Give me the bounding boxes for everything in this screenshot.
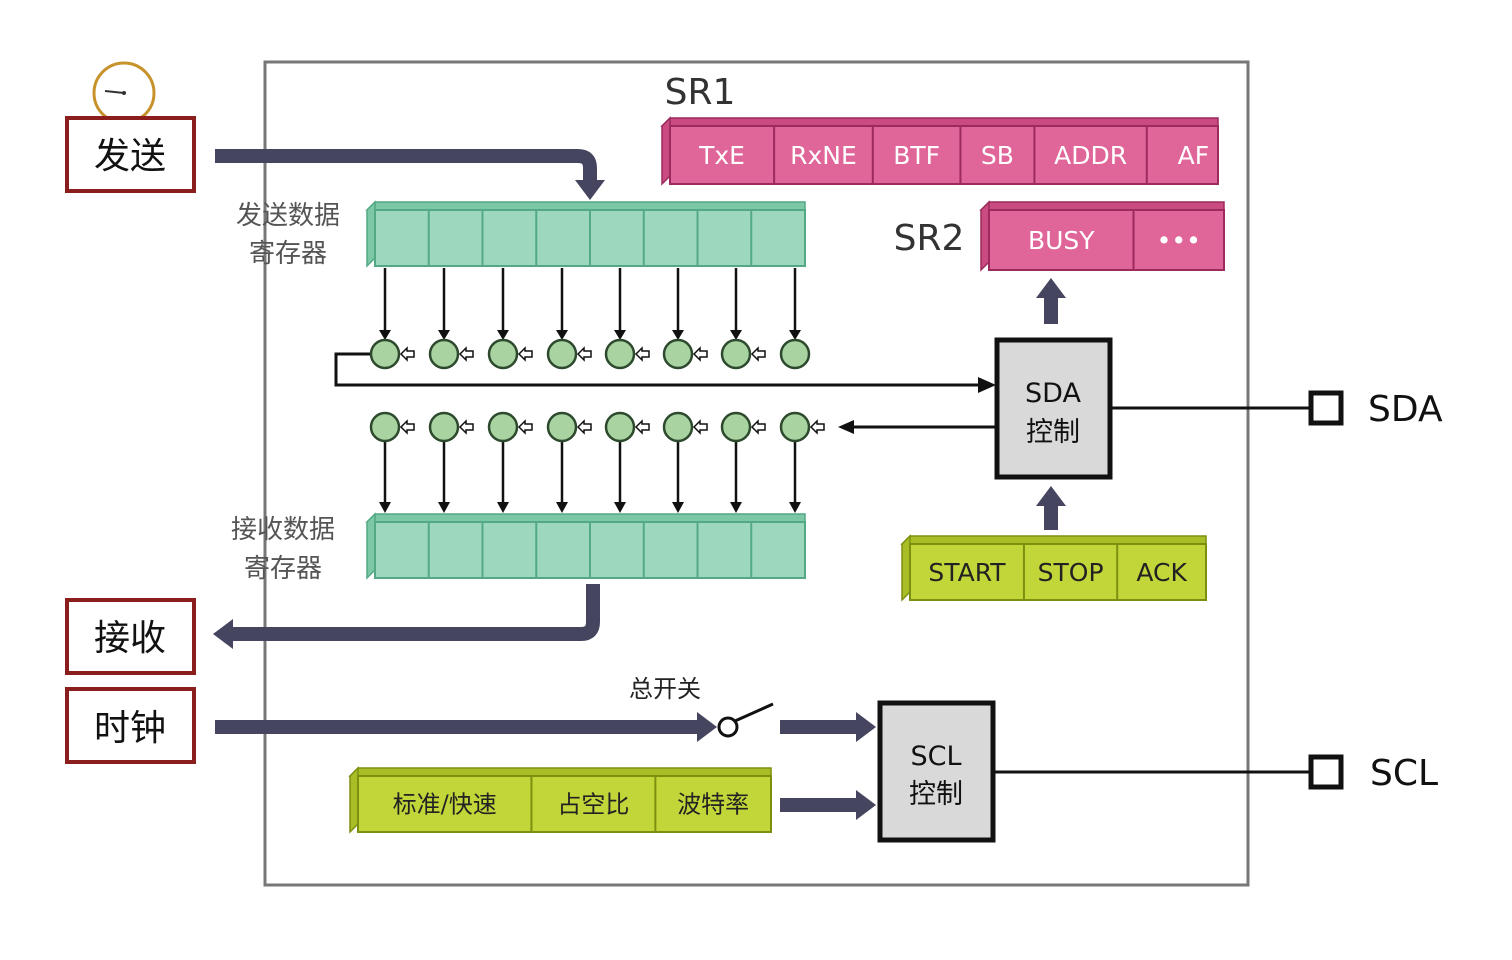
sda-pin: SDA — [1110, 389, 1443, 430]
scl-control-block: SCL 控制 — [877, 700, 996, 843]
sda-pin-label: SDA — [1368, 389, 1443, 430]
rx-shift-arrow-icon — [399, 419, 415, 435]
rx-shift-bit-2 — [487, 411, 519, 443]
tx-shift-shift-arrow-icon — [458, 346, 474, 362]
sr2-register: BUSY ••• — [979, 200, 1225, 272]
rx-shift-arrow-icon — [809, 419, 825, 435]
send-label: 发送 — [94, 136, 166, 177]
clock-label: 时钟 — [94, 708, 166, 749]
clock-config-0: 标准/快速 — [393, 791, 497, 819]
scl-control-line2: 控制 — [909, 779, 963, 810]
sda-control-line1: SDA — [1025, 378, 1081, 409]
send-bus-arrow — [215, 149, 605, 200]
clock-config-register: 标准/快速 占空比 波特率 — [348, 766, 772, 834]
tx-shift-bit-7 — [779, 338, 811, 370]
tx-shift-shift-arrow-icon — [576, 346, 592, 362]
tx-register-label-line2: 寄存器 — [249, 239, 327, 269]
rx-shift-bit-0 — [369, 411, 401, 443]
rx-shift-arrow-icon — [750, 419, 766, 435]
sr1-flag-3: SB — [981, 141, 1014, 170]
sr1-flag-1: RxNE — [790, 141, 857, 170]
sr1-register: TxE RxNE BTF SB ADDR AF — [660, 116, 1219, 186]
control-bits-register: START STOP ACK — [900, 534, 1207, 602]
sr1-flag-0: TxE — [698, 141, 745, 170]
tx-shift-bit-6 — [720, 338, 752, 370]
clock-bus-arrow — [215, 712, 717, 742]
scl-pin: SCL — [993, 753, 1438, 794]
tx-data-register — [365, 200, 806, 268]
clock-config-1: 占空比 — [557, 791, 629, 819]
rx-shift-arrow-icon — [576, 419, 592, 435]
sr2-title: SR2 — [894, 218, 965, 259]
clock-box: 时钟 — [65, 687, 196, 764]
tx-shift-bit-5 — [662, 338, 694, 370]
rx-shift-arrow-icon — [458, 419, 474, 435]
sda-to-sr2-arrow — [1036, 278, 1066, 324]
rx-shift-register — [369, 411, 825, 513]
sda-control-line2: 控制 — [1026, 417, 1080, 448]
i2c-peripheral-frame — [263, 60, 1250, 887]
rx-register-label-line2: 寄存器 — [244, 554, 322, 584]
tx-shift-bit-1 — [428, 338, 460, 370]
sr2-flag-0: BUSY — [1028, 226, 1095, 255]
tx-shift-shift-arrow-icon — [692, 346, 708, 362]
rx-shift-arrow-icon — [517, 419, 533, 435]
cr-bit-2: ACK — [1136, 558, 1187, 587]
receive-bus-arrow — [213, 584, 600, 649]
rx-shift-arrow-icon — [692, 419, 708, 435]
scl-pin-label: SCL — [1370, 753, 1438, 794]
sr1-flag-2: BTF — [893, 141, 940, 170]
send-box: 发送 — [65, 116, 196, 193]
tx-shift-output-line — [334, 352, 996, 393]
rx-shift-arrow-icon — [634, 419, 650, 435]
clockcfg-to-scl-arrow — [780, 790, 876, 820]
cr-bit-0: START — [928, 558, 1006, 587]
cr-to-sda-arrow — [1036, 486, 1066, 530]
switch-to-scl-arrow — [780, 712, 876, 742]
sr1-title: SR1 — [665, 72, 736, 113]
rx-shift-bit-5 — [662, 411, 694, 443]
rx-register-label-line1: 接收数据 — [231, 515, 335, 545]
rx-shift-bit-3 — [546, 411, 578, 443]
tx-shift-shift-arrow-icon — [750, 346, 766, 362]
tx-shift-shift-arrow-icon — [634, 346, 650, 362]
rx-shift-bit-1 — [428, 411, 460, 443]
cursor-indicator-icon — [92, 61, 156, 125]
tx-shift-shift-arrow-icon — [399, 346, 415, 362]
tx-shift-bit-2 — [487, 338, 519, 370]
rx-shift-input-line — [838, 420, 997, 434]
clock-config-2: 波特率 — [677, 791, 749, 819]
receive-label: 接收 — [94, 618, 166, 659]
rx-shift-bit-6 — [720, 411, 752, 443]
tx-shift-bit-3 — [546, 338, 578, 370]
rx-data-register — [365, 512, 806, 580]
tx-shift-bit-4 — [604, 338, 636, 370]
tx-shift-bit-0 — [369, 338, 401, 370]
sr1-flag-5: AF — [1178, 141, 1209, 170]
receive-box: 接收 — [65, 598, 196, 675]
cr-bit-1: STOP — [1038, 558, 1104, 587]
rx-shift-bit-4 — [604, 411, 636, 443]
master-switch-label: 总开关 — [629, 675, 701, 703]
tx-shift-register — [369, 268, 811, 370]
rx-shift-bit-7 — [779, 411, 811, 443]
sr1-flag-4: ADDR — [1054, 141, 1127, 170]
sr2-flag-1: ••• — [1157, 226, 1201, 255]
tx-register-label-line1: 发送数据 — [236, 201, 340, 231]
scl-control-line1: SCL — [910, 741, 961, 772]
sda-control-block: SDA 控制 — [994, 337, 1113, 480]
tx-shift-shift-arrow-icon — [517, 346, 533, 362]
master-switch: 总开关 — [629, 675, 774, 738]
